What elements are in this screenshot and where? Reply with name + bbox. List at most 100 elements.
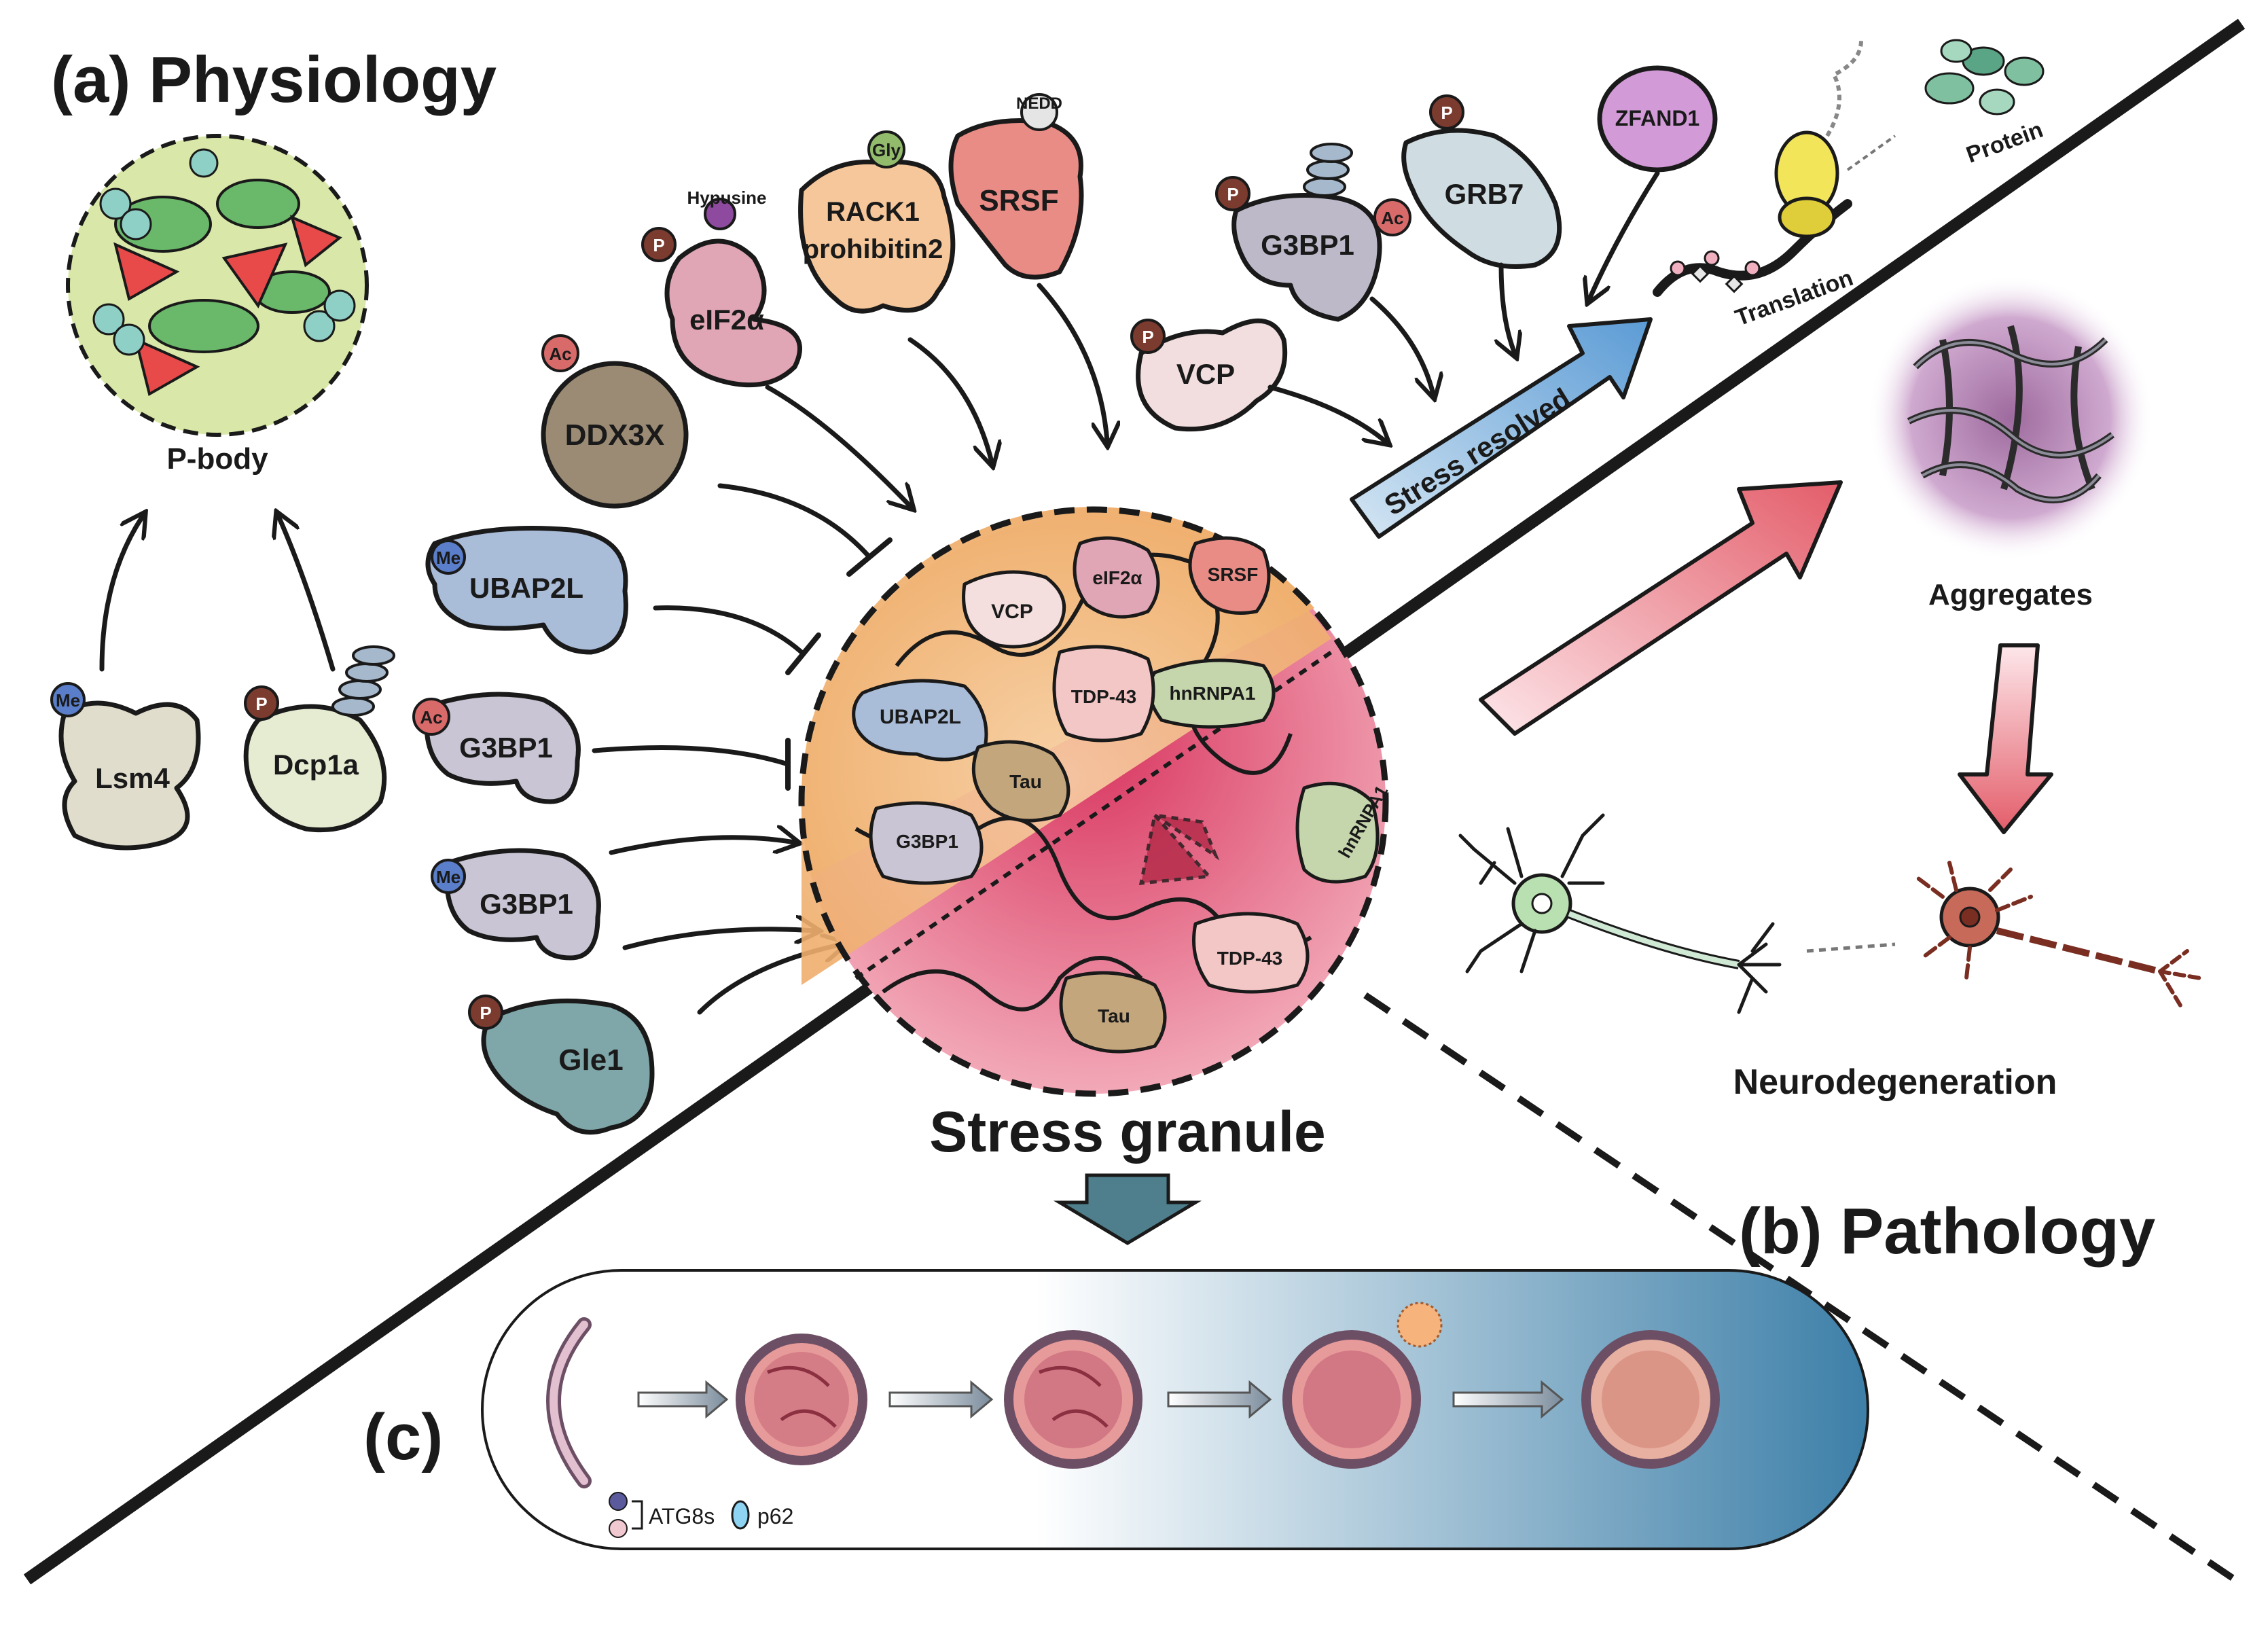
ptm-me-g3bp1: Me [431, 859, 466, 894]
ptm-me-lsm4: Me [50, 682, 86, 717]
granule-tau-bottom: Tau [1059, 971, 1167, 1054]
protein-label: Protein [1963, 117, 2047, 168]
granule-tdp43-bottom-label: TDP-43 [1217, 948, 1282, 969]
granule-ubap2l-label: UBAP2L [880, 706, 961, 728]
protein-grb7-label: GRB7 [1445, 178, 1524, 210]
granule-tau-top-label: Tau [1009, 771, 1042, 792]
legend-p62-label: p62 [757, 1504, 793, 1528]
arrow-lsm4-to-pbody [99, 516, 143, 672]
ptm-hypusine-label: Hypusine [687, 187, 766, 208]
protein-vcp-label: VCP [1176, 358, 1235, 390]
ptm-nedd-label: NEDD [1016, 94, 1062, 113]
activation-connectors [609, 171, 1660, 1015]
ptm-p-vcp-label: P [1142, 327, 1153, 347]
aggregates-label: Aggregates [1928, 578, 2093, 611]
protein-g3bp1-me: G3BP1 [444, 848, 601, 961]
section-title-physiology: (a) Physiology [51, 43, 497, 116]
protein-g3bp1-me-label: G3BP1 [480, 888, 573, 920]
ptm-ub-chain-dcp1a [331, 645, 395, 717]
granule-hnrnpa1-bottom: hnRNPA1 [1295, 782, 1392, 884]
inhibition-connectors [592, 483, 893, 791]
ptm-ac-g3bp1-top-label: Ac [1381, 208, 1403, 228]
protein-products [1924, 39, 2045, 115]
protein-gle1-label: Gle1 [558, 1043, 623, 1077]
ptm-ac-ddx3x-label: Ac [549, 344, 571, 364]
protein-lsm4-label: Lsm4 [95, 762, 170, 794]
protein-dcp1a-label: Dcp1a [273, 749, 359, 781]
ptm-gly-rack1: Gly [867, 130, 905, 168]
ribosome [1774, 40, 1863, 238]
protein-eif2a: eIF2α [664, 238, 802, 388]
ptm-gly-label: Gly [872, 140, 901, 160]
ptm-p-eif2a: P [641, 227, 677, 262]
ptm-p-grb7: P [1429, 94, 1464, 130]
protein-rack1-prohibitin2: RACK1 prohibitin2 [798, 159, 956, 314]
stress-resolved-arrow: Stress resolved [1350, 317, 1653, 539]
protein-rack1-label: RACK1 [826, 197, 920, 227]
granule-tau-top: Tau [971, 740, 1070, 823]
ptm-ub-chain-g3bp1 [1303, 143, 1353, 197]
protein-ubap2l-label: UBAP2L [469, 572, 583, 604]
granule-srsf: SRSF [1188, 536, 1271, 615]
granule-srsf-label: SRSF [1208, 564, 1259, 585]
stress-granule-label: Stress granule [929, 1100, 1326, 1164]
protein-eif2a-label: eIF2α [689, 304, 764, 336]
granule-hnrnpa1-top-label: hnRNPA1 [1169, 683, 1255, 704]
protein-g3bp1-ac: G3BP1 [424, 692, 581, 804]
ptm-p-grb7-label: P [1441, 103, 1452, 123]
protein-zfand1: ZFAND1 [1597, 65, 1718, 173]
protein-ubap2l: UBAP2L [425, 526, 628, 655]
autophagy-panel [481, 1269, 1869, 1550]
granule-to-autophagy-arrow [1053, 1173, 1202, 1245]
ptm-ac-g3bp1: Ac [412, 698, 450, 736]
protein-vcp: VCP [1136, 318, 1288, 432]
degeneration-dotted-arrow [1806, 942, 1896, 953]
p-body-label: P-body [166, 442, 268, 476]
ptm-ac-ddx3x: Ac [541, 334, 579, 372]
protein-prohibitin2-label: prohibitin2 [803, 234, 943, 264]
ptm-ac-g3bp1-top: Ac [1373, 198, 1411, 236]
protein-srsf-label: SRSF [979, 184, 1058, 217]
granule-tdp43-top: TDP-43 [1052, 645, 1155, 743]
aggregates [1868, 275, 2153, 560]
ptm-p-dcp1a: P [244, 685, 279, 721]
protein-lsm4: Lsm4 [58, 700, 201, 851]
ptm-p-g3bp1-top-label: P [1227, 184, 1238, 204]
stress-resolved-label: Stress resolved [1379, 382, 1576, 522]
protein-gle1: Gle1 [481, 998, 655, 1135]
protein-ddx3x: DDX3X [541, 361, 689, 509]
protein-g3bp1-ac-label: G3BP1 [459, 732, 553, 764]
ptm-p-eif2a-label: P [653, 235, 664, 255]
ptm-p-gle1: P [468, 995, 503, 1030]
ptm-hypusine-eif2a: Hypusine [687, 187, 767, 230]
protein-grb7: GRB7 [1401, 128, 1562, 269]
ptm-me-g3bp1-label: Me [436, 867, 461, 887]
granule-g3bp1: G3BP1 [869, 801, 984, 885]
legend-atg8s-label: ATG8s [649, 1504, 715, 1528]
protein-ddx3x-label: DDX3X [565, 418, 665, 452]
pathology-arrow-to-aggregates [1479, 480, 1843, 736]
ptm-p-vcp: P [1130, 319, 1166, 354]
ptm-p-g3bp1-top: P [1215, 176, 1250, 211]
ptm-p-dcp1a-label: P [255, 694, 267, 714]
arrow-dcp1a-to-pbody [278, 516, 336, 672]
ptm-me-lsm4-label: Me [56, 690, 80, 711]
protein-zfand1-label: ZFAND1 [1615, 106, 1699, 130]
granule-ubap2l: UBAP2L [852, 679, 988, 762]
granule-eif2a: eIF2α [1073, 536, 1160, 619]
ptm-me-ubap2l: Me [431, 539, 466, 575]
ptm-ac-g3bp1-label: Ac [420, 707, 442, 728]
granule-g3bp1-label: G3BP1 [896, 831, 958, 852]
granule-eif2a-label: eIF2α [1092, 567, 1142, 588]
pathology-dashed-divider [1363, 992, 2237, 1583]
protein-dcp1a: Dcp1a [243, 704, 387, 833]
section-title-autophagy: (c) [363, 1401, 443, 1473]
granule-tdp43-top-label: TDP-43 [1071, 686, 1136, 707]
granule-hnrnpa1-top: hnRNPA1 [1147, 658, 1276, 729]
protein-g3bp1-top: G3BP1 [1231, 193, 1382, 322]
neurodegeneration-label: Neurodegeneration [1733, 1062, 2057, 1102]
ptm-me-ubap2l-label: Me [436, 548, 461, 568]
protein-srsf: SRSF [948, 118, 1084, 280]
ptm-nedd-srsf: NEDD [1016, 93, 1062, 131]
